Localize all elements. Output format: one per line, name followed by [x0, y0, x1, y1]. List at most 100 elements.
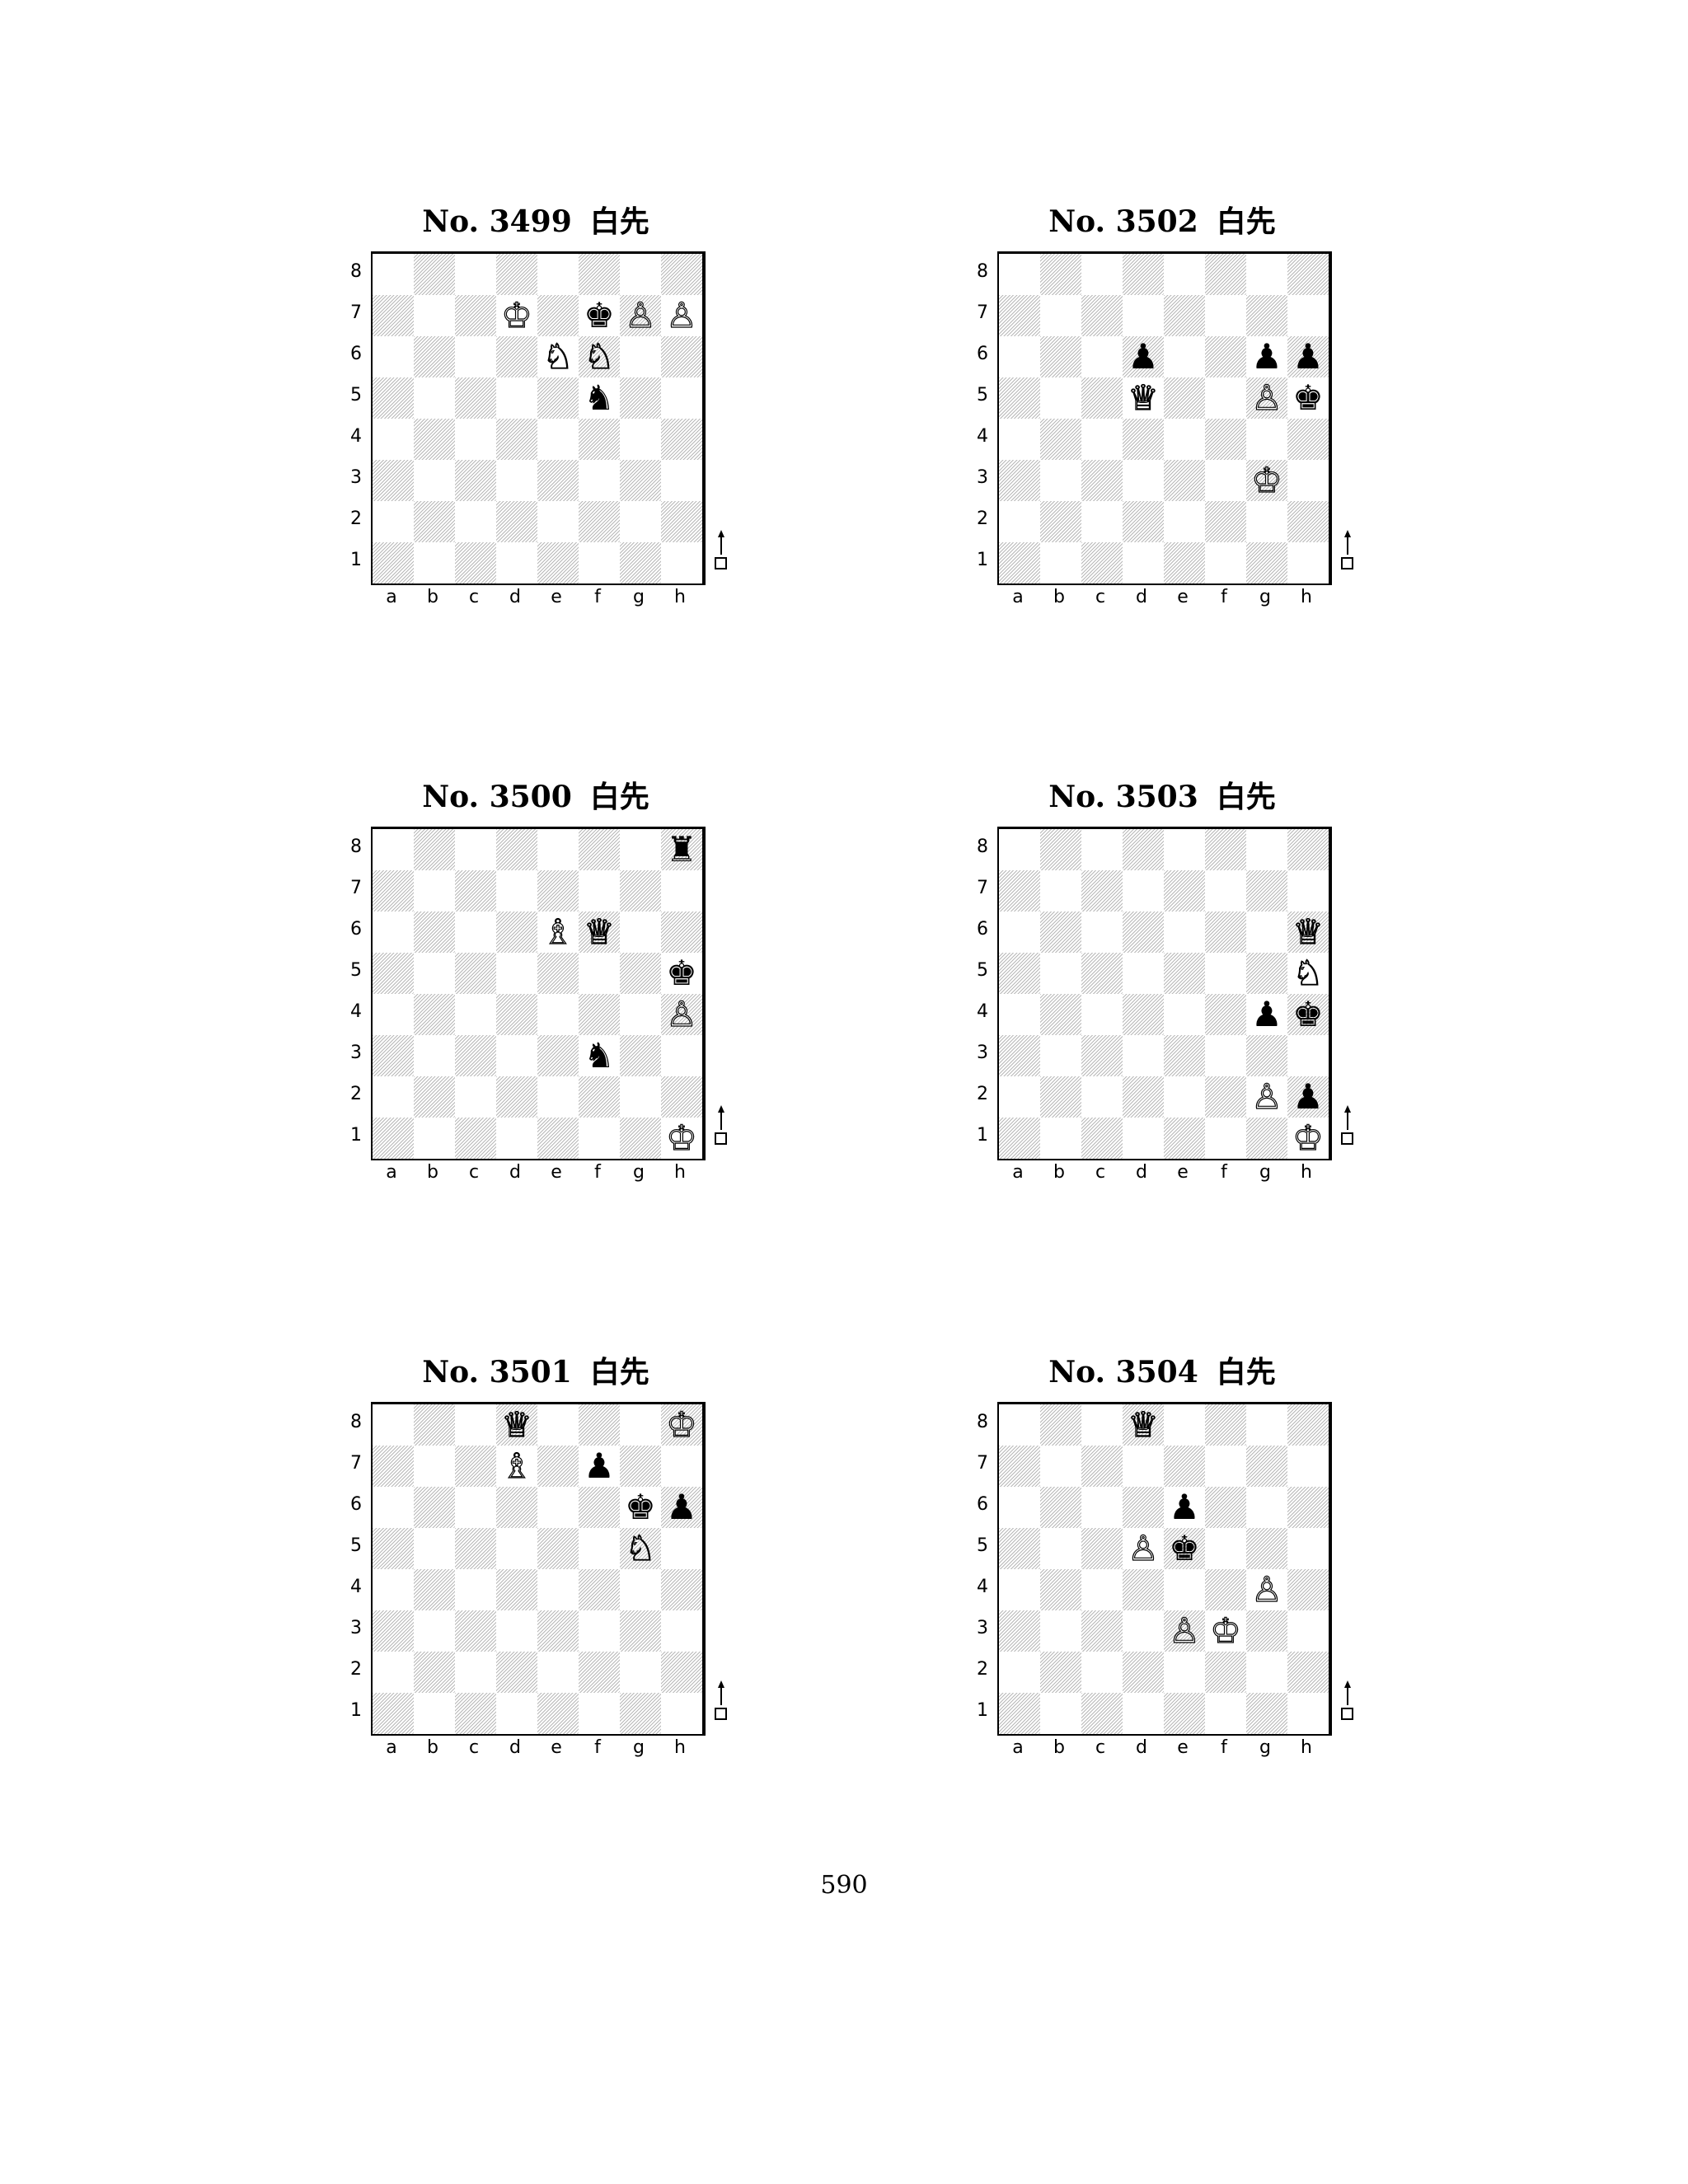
- square-e3: [537, 1610, 579, 1652]
- square-e3: [1164, 1035, 1205, 1076]
- square-d3: [496, 460, 537, 501]
- square-a8: [999, 829, 1040, 870]
- rank-label: 6: [977, 919, 988, 940]
- square-b3: [1040, 460, 1081, 501]
- rank-label: 3: [350, 1043, 362, 1063]
- square-d3: [496, 1610, 537, 1652]
- square-a8: [373, 829, 414, 870]
- square-g2: [620, 1652, 661, 1693]
- square-b1: [414, 1693, 455, 1734]
- file-label: g: [1259, 587, 1271, 607]
- square-b4: [414, 1569, 455, 1610]
- white-piece-h4: ♙: [666, 994, 698, 1034]
- white-piece-h7: ♙: [666, 295, 698, 335]
- square-h8: [1287, 254, 1329, 295]
- white-piece-g5: ♘: [625, 1528, 657, 1568]
- square-c6: [455, 1487, 496, 1528]
- square-e6: ♘: [537, 336, 579, 377]
- square-e6: [537, 1487, 579, 1528]
- square-c3: [1081, 1035, 1123, 1076]
- file-label: h: [1301, 1162, 1312, 1183]
- square-f7: [1205, 295, 1246, 336]
- square-b6: [1040, 912, 1081, 953]
- square-d2: [496, 501, 537, 542]
- white-piece-d8: ♕: [501, 1404, 533, 1445]
- square-e8: [537, 829, 579, 870]
- black-piece-f7: ♚: [584, 295, 615, 335]
- square-a2: [999, 1652, 1040, 1693]
- rank-label: 3: [977, 1043, 988, 1063]
- square-h7: [661, 1446, 702, 1487]
- square-b8: [1040, 829, 1081, 870]
- puzzle-number: No. 3503: [1048, 780, 1198, 814]
- square-g5: [1246, 953, 1287, 994]
- square-d7: [1123, 870, 1164, 912]
- square-g6: [620, 912, 661, 953]
- square-g3: [620, 1610, 661, 1652]
- square-b6: [414, 336, 455, 377]
- square-b5: [1040, 953, 1081, 994]
- square-d5: [496, 953, 537, 994]
- black-piece-g4: ♟: [1251, 994, 1282, 1034]
- square-d3: [496, 1035, 537, 1076]
- square-h4: ♚: [1287, 994, 1329, 1035]
- square-d1: [1123, 542, 1164, 583]
- square-b7: [414, 1446, 455, 1487]
- square-a5: [373, 1528, 414, 1569]
- square-d4: [1123, 1569, 1164, 1610]
- square-c3: [455, 460, 496, 501]
- square-a2: [373, 501, 414, 542]
- square-b7: [414, 295, 455, 336]
- square-b7: [414, 870, 455, 912]
- square-c4: [1081, 994, 1123, 1035]
- square-g4: ♙: [1246, 1569, 1287, 1610]
- black-piece-h6: ♟: [1292, 336, 1324, 377]
- file-label: h: [674, 587, 686, 607]
- square-c4: [1081, 1569, 1123, 1610]
- square-h7: ♙: [661, 295, 702, 336]
- square-f5: [579, 1528, 620, 1569]
- square-g7: [620, 870, 661, 912]
- square-h1: [1287, 1693, 1329, 1734]
- square-g8: [1246, 829, 1287, 870]
- square-c5: [1081, 1528, 1123, 1569]
- square-d8: [1123, 254, 1164, 295]
- square-f6: ♕: [579, 912, 620, 953]
- square-g3: ♔: [1246, 460, 1287, 501]
- square-g4: ♟: [1246, 994, 1287, 1035]
- square-g1: [1246, 542, 1287, 583]
- square-f1: [1205, 1693, 1246, 1734]
- square-b1: [1040, 1693, 1081, 1734]
- square-f4: [579, 419, 620, 460]
- square-b5: [414, 377, 455, 419]
- file-label: f: [594, 587, 601, 607]
- square-a6: [373, 336, 414, 377]
- square-a7: [999, 1446, 1040, 1487]
- square-a4: [373, 1569, 414, 1610]
- square-a5: [373, 377, 414, 419]
- square-e8: [537, 254, 579, 295]
- square-b2: [414, 1076, 455, 1118]
- square-b3: [414, 1610, 455, 1652]
- file-label: b: [1053, 1162, 1065, 1183]
- white-to-move-icon: [1339, 1680, 1356, 1722]
- file-label: d: [509, 587, 521, 607]
- square-e3: [1164, 460, 1205, 501]
- rank-label: 4: [977, 426, 988, 447]
- square-e2: [1164, 1652, 1205, 1693]
- square-f1: [1205, 542, 1246, 583]
- file-label: d: [509, 1737, 521, 1758]
- side-to-move: 白先: [1216, 205, 1276, 239]
- square-f4: [1205, 419, 1246, 460]
- square-b8: [414, 829, 455, 870]
- square-d1: [1123, 1693, 1164, 1734]
- file-label: a: [386, 1162, 397, 1183]
- square-f4: [1205, 994, 1246, 1035]
- square-c4: [1081, 419, 1123, 460]
- square-g1: [620, 1693, 661, 1734]
- file-label: f: [1221, 1737, 1227, 1758]
